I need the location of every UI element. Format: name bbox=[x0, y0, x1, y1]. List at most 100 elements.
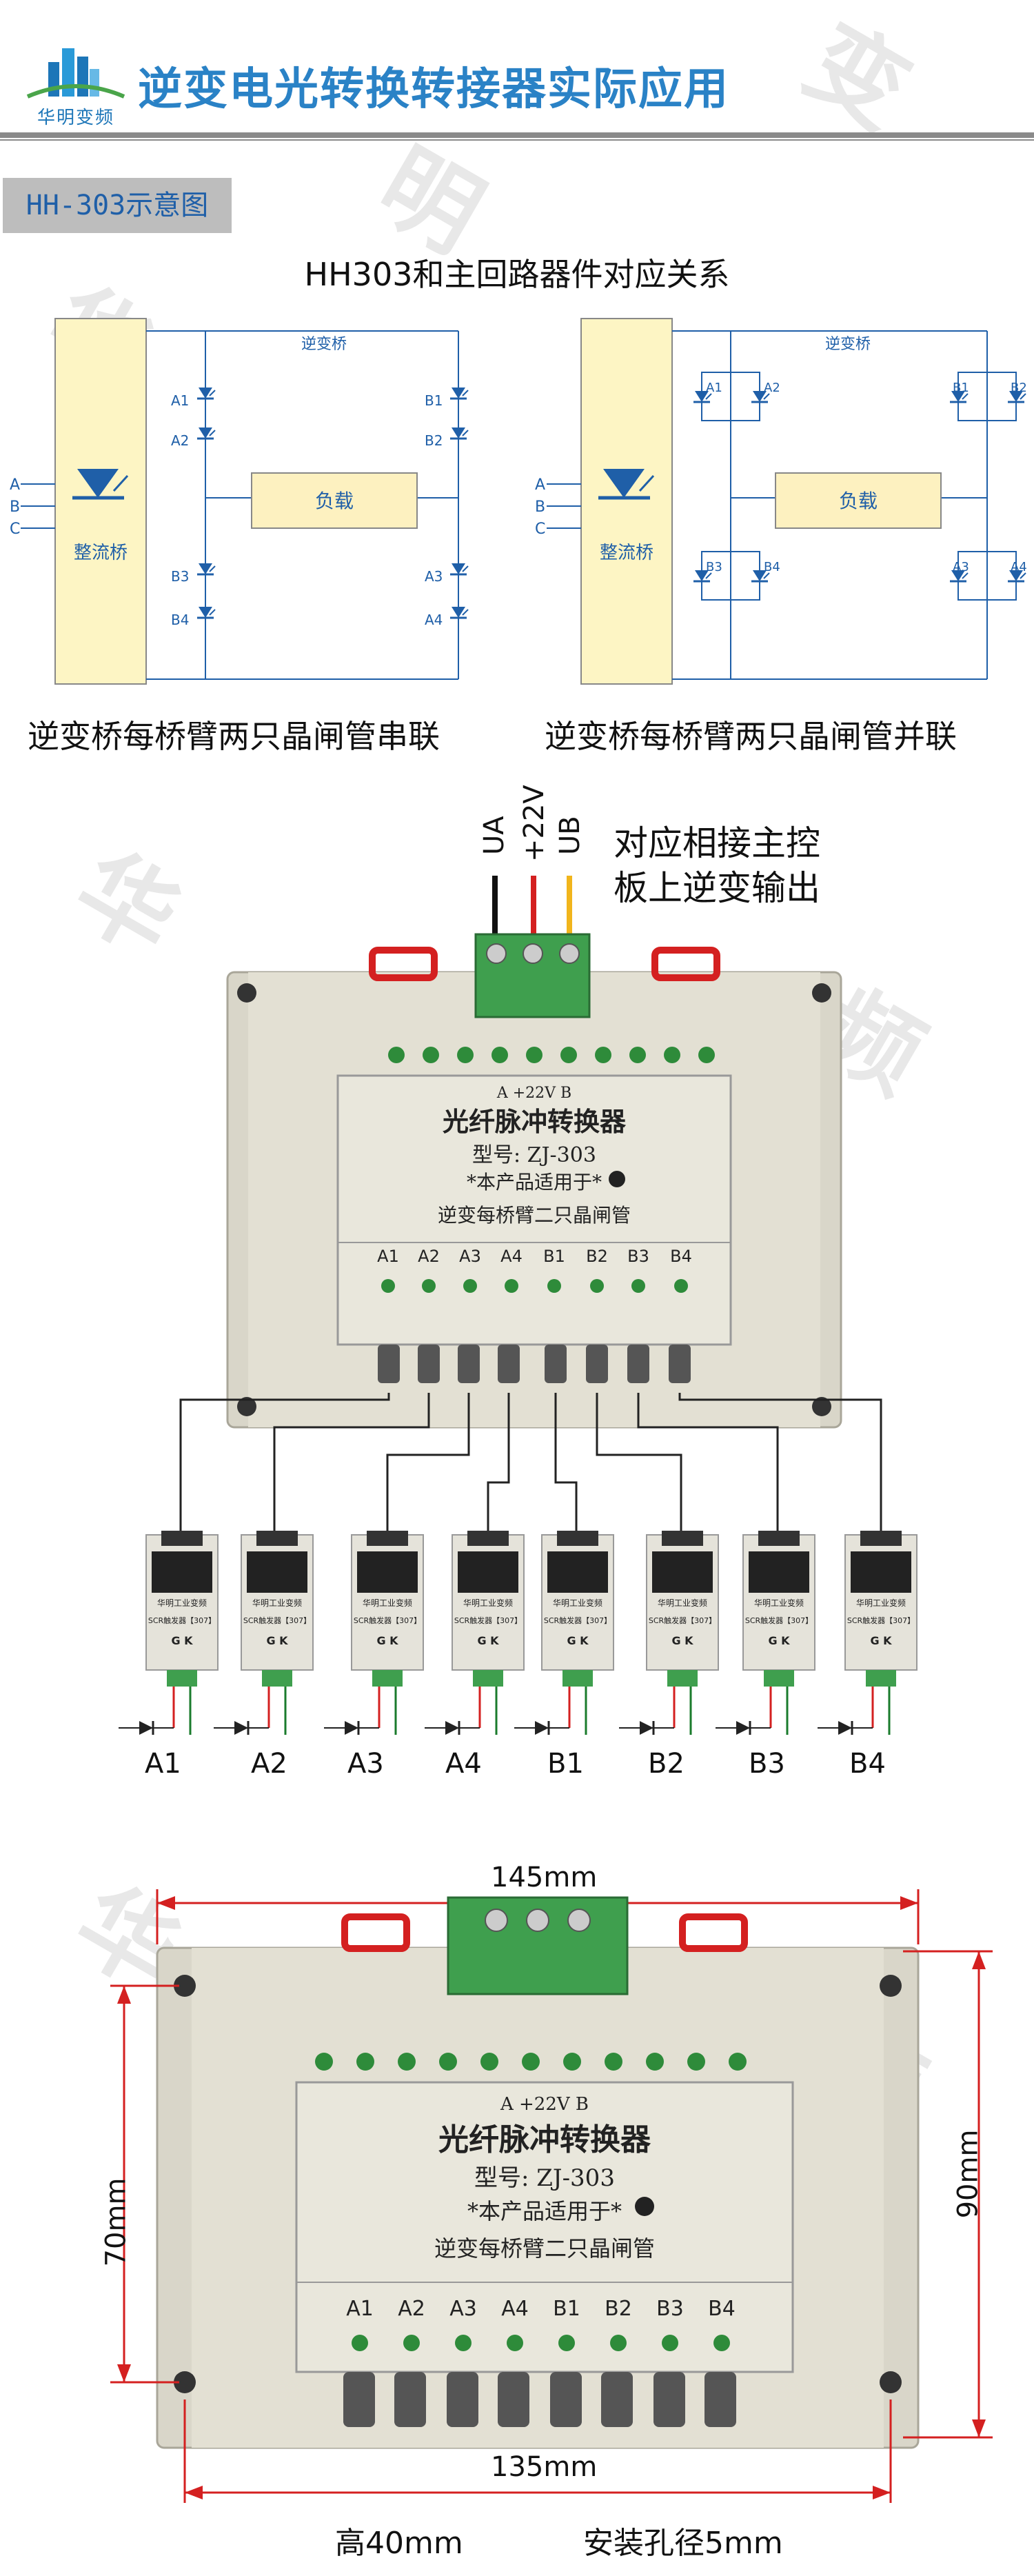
top-terminals-label: A +22V B bbox=[496, 1085, 571, 1102]
channel-label: B3 bbox=[627, 1247, 649, 1266]
rectifier-label-2: 整流桥 bbox=[600, 543, 653, 563]
input-a: A bbox=[10, 476, 20, 494]
thy-label: A3 bbox=[425, 568, 443, 585]
input-b-2: B bbox=[535, 499, 545, 516]
driver-row: 华明工业变频 SCR触发器【307】 G K 华明工业变频 SCR触发器【307】… bbox=[0, 1531, 1034, 1765]
driver-pins: G K bbox=[266, 1634, 288, 1647]
thy-label: B3 bbox=[706, 560, 722, 574]
driver-brand: 华明工业变频 bbox=[657, 1598, 707, 1608]
dim-height-left: 70mm bbox=[100, 2177, 132, 2267]
diagram-parallel: 整流桥 A B C 逆变桥 A1 A2 B1 B2 B3 B4 A3 A4 负载 bbox=[535, 318, 1027, 685]
driver-brand: 华明工业变频 bbox=[463, 1598, 513, 1608]
driver-label: B4 bbox=[849, 1748, 886, 1780]
thy-label: A3 bbox=[953, 560, 969, 574]
channel-label: A2 bbox=[418, 1247, 440, 1266]
dimension-drawing: A +22V B 光纤脉冲转换器 型号: ZJ-303 *本产品适用于* 逆变每… bbox=[110, 1889, 993, 2503]
dim-model: 型号: ZJ-303 bbox=[474, 2164, 615, 2192]
thy-label: B2 bbox=[1011, 381, 1027, 395]
model-label: 型号: ZJ-303 bbox=[472, 1143, 596, 1167]
header-divider-thin bbox=[0, 139, 1034, 141]
driver-type: SCR触发器【307】 bbox=[648, 1616, 717, 1625]
load-label-2: 负载 bbox=[839, 490, 878, 512]
module-wiring-diagram: UA +22V UB 对应相接主控 板上逆变输出 A +22V B 光纤脉冲转换… bbox=[179, 785, 882, 1538]
wire-22v-label: +22V bbox=[518, 785, 550, 862]
suitable-label: *本产品适用于* bbox=[467, 1171, 602, 1194]
driver-brand: 华明工业变频 bbox=[753, 1598, 804, 1608]
dim-product-name: 光纤脉冲转换器 bbox=[438, 2122, 651, 2157]
note-line-2: 板上逆变输出 bbox=[614, 868, 820, 908]
section-badge: HH-303示意图 bbox=[3, 178, 232, 233]
driver-label: B3 bbox=[749, 1748, 785, 1780]
wire-ua-label: UA bbox=[478, 816, 510, 855]
driver-pins: G K bbox=[768, 1634, 790, 1647]
driver-type: SCR触发器【307】 bbox=[543, 1616, 612, 1625]
driver-type: SCR触发器【307】 bbox=[454, 1616, 523, 1625]
dim-channel: B4 bbox=[708, 2297, 736, 2321]
dim-depth: 高40mm bbox=[335, 2526, 463, 2561]
dim-application: 逆变每桥臂二只晶闸管 bbox=[434, 2235, 655, 2262]
driver-brand: 华明工业变频 bbox=[855, 1598, 906, 1608]
caption-parallel: 逆变桥每桥臂两只晶闸管并联 bbox=[545, 718, 957, 755]
inverter-label-2: 逆变桥 bbox=[825, 336, 871, 353]
input-c-2: C bbox=[535, 521, 545, 538]
dim-suitable: *本产品适用于* bbox=[467, 2198, 622, 2224]
dim-width-top: 145mm bbox=[491, 1862, 598, 1893]
diagram-series: 整流桥 A B C 逆变桥 A1 A2 B3 B4 B1 B2 A3 A4 负载 bbox=[10, 318, 469, 685]
channel-label: B2 bbox=[586, 1247, 608, 1266]
dim-top-terminals: A +22V B bbox=[500, 2094, 589, 2115]
caption-series: 逆变桥每桥臂两只晶闸管串联 bbox=[28, 718, 440, 755]
thy-label: A2 bbox=[171, 432, 189, 449]
input-a-2: A bbox=[535, 476, 545, 494]
thy-label: B4 bbox=[171, 612, 189, 628]
input-b: B bbox=[10, 499, 20, 516]
thy-label: A4 bbox=[1011, 560, 1027, 574]
dim-channel: A1 bbox=[346, 2297, 374, 2321]
header-divider bbox=[0, 132, 1034, 138]
input-c: C bbox=[10, 521, 20, 538]
logo-text: 华明变频 bbox=[37, 108, 114, 128]
driver-brand: 华明工业变频 bbox=[156, 1598, 207, 1608]
driver-pins: G K bbox=[671, 1634, 693, 1647]
driver-label: A4 bbox=[445, 1748, 482, 1780]
dim-channel: B2 bbox=[605, 2297, 632, 2321]
driver-label: B1 bbox=[547, 1748, 584, 1780]
diagram-title: HH303和主回路器件对应关系 bbox=[304, 256, 730, 293]
rectifier-label: 整流桥 bbox=[74, 543, 128, 563]
inverter-label: 逆变桥 bbox=[301, 336, 347, 353]
thy-label: A1 bbox=[706, 381, 722, 395]
driver-brand: 华明工业变频 bbox=[252, 1598, 302, 1608]
driver-type: SCR触发器【307】 bbox=[847, 1616, 915, 1625]
driver-pins: G K bbox=[376, 1634, 398, 1647]
driver-label: A1 bbox=[145, 1748, 181, 1780]
dim-channel: A4 bbox=[501, 2297, 529, 2321]
driver-label: B2 bbox=[648, 1748, 685, 1780]
thy-label: A4 bbox=[425, 612, 443, 628]
driver-label: A2 bbox=[251, 1748, 287, 1780]
dim-width-bottom: 135mm bbox=[491, 2451, 598, 2483]
load-label: 负载 bbox=[315, 490, 354, 512]
driver-pins: G K bbox=[870, 1634, 892, 1647]
driver-type: SCR触发器【307】 bbox=[243, 1616, 312, 1625]
note-line-1: 对应相接主控 bbox=[614, 823, 820, 863]
driver-pins: G K bbox=[477, 1634, 499, 1647]
application-label: 逆变每桥臂二只晶闸管 bbox=[438, 1204, 631, 1227]
driver-label: A3 bbox=[347, 1748, 384, 1780]
thy-label: B1 bbox=[425, 392, 443, 409]
thy-label: B3 bbox=[171, 568, 189, 585]
circuit-diagrams: 整流桥 A B C 逆变桥 A1 A2 B3 B4 B1 B2 A3 A4 负载 bbox=[10, 318, 1027, 685]
thy-label: B4 bbox=[764, 560, 780, 574]
driver-type: SCR触发器【307】 bbox=[148, 1616, 216, 1625]
driver-pins: G K bbox=[171, 1634, 193, 1647]
driver-type: SCR触发器【307】 bbox=[353, 1616, 422, 1625]
dim-height-right: 90mm bbox=[952, 2129, 984, 2219]
driver-type: SCR触发器【307】 bbox=[744, 1616, 813, 1625]
dim-channel: B1 bbox=[553, 2297, 580, 2321]
channel-label: B4 bbox=[670, 1247, 692, 1266]
page-title: 逆变电光转换转接器实际应用 bbox=[138, 64, 729, 115]
dim-channel: B3 bbox=[656, 2297, 684, 2321]
thy-label: A2 bbox=[764, 381, 780, 395]
channel-label: B1 bbox=[543, 1247, 565, 1266]
thy-label: A1 bbox=[171, 392, 189, 409]
dim-channel: A3 bbox=[449, 2297, 477, 2321]
channel-label: A3 bbox=[459, 1247, 481, 1266]
